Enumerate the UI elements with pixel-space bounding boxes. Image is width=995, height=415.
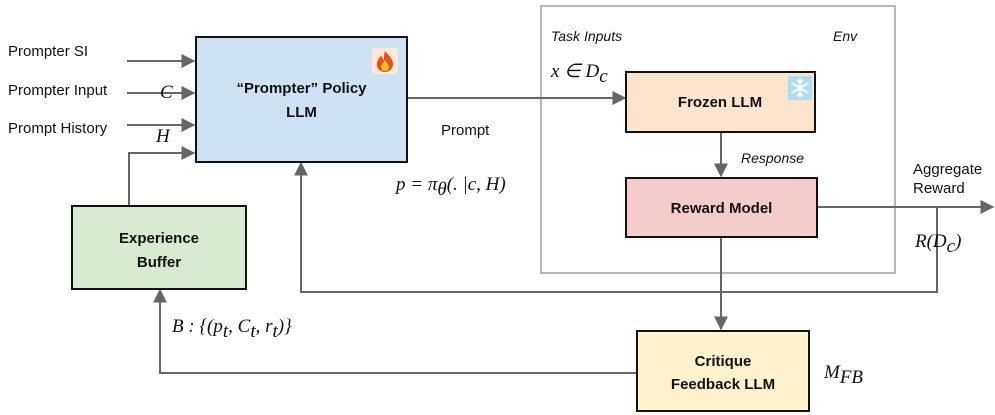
edge-label-response: Response [741, 150, 804, 166]
svg-text:“Prompter” Policy: “Prompter” Policy [236, 80, 367, 97]
input-prompter-input: Prompter Input [8, 82, 108, 99]
env-title: Env [833, 28, 858, 44]
symbol-feedback: MFB [823, 362, 863, 388]
symbol-context: C [160, 82, 173, 103]
symbol-history: H [155, 126, 171, 147]
edge-label-aggregate-2: Reward [913, 180, 965, 197]
input-prompter-si: Prompter SI [8, 43, 88, 60]
svg-text:Critique: Critique [695, 353, 752, 370]
snowflake-icon [788, 76, 812, 100]
edge-critique-to-buffer [153, 288, 636, 374]
symbol-buffer: B : {(pt, Ct, rt)} [172, 316, 292, 342]
node-policy-llm: “Prompter” Policy LLM [195, 36, 408, 163]
node-reward-model: Reward Model [625, 177, 818, 238]
svg-text:Feedback LLM: Feedback LLM [671, 376, 775, 393]
edge-label-prompt: Prompt [441, 122, 490, 139]
edge-reward-loop-to-policy [294, 161, 938, 293]
env-frame [540, 5, 896, 274]
symbol-reward: R(Dc) [914, 231, 961, 257]
fire-icon [372, 48, 398, 74]
edge-buffer-to-policy [128, 146, 196, 205]
svg-text:Experience: Experience [119, 230, 199, 247]
input-prompt-history: Prompt History [8, 120, 108, 137]
svg-text:LLM: LLM [286, 104, 317, 121]
symbol-policy: p = πθ(. |c, H) [394, 174, 506, 200]
node-critique-llm: Critique Feedback LLM [636, 330, 810, 412]
svg-text:Frozen LLM: Frozen LLM [678, 94, 762, 111]
svg-text:Reward Model: Reward Model [671, 200, 773, 217]
node-experience-buffer: Experience Buffer [71, 205, 247, 290]
edge-label-aggregate-1: Aggregate [913, 161, 982, 178]
symbol-task-input: x ∈ Dc [550, 61, 608, 87]
node-frozen-llm: Frozen LLM [625, 71, 816, 133]
svg-text:Buffer: Buffer [137, 254, 181, 271]
task-inputs-label: Task Inputs [551, 28, 622, 44]
